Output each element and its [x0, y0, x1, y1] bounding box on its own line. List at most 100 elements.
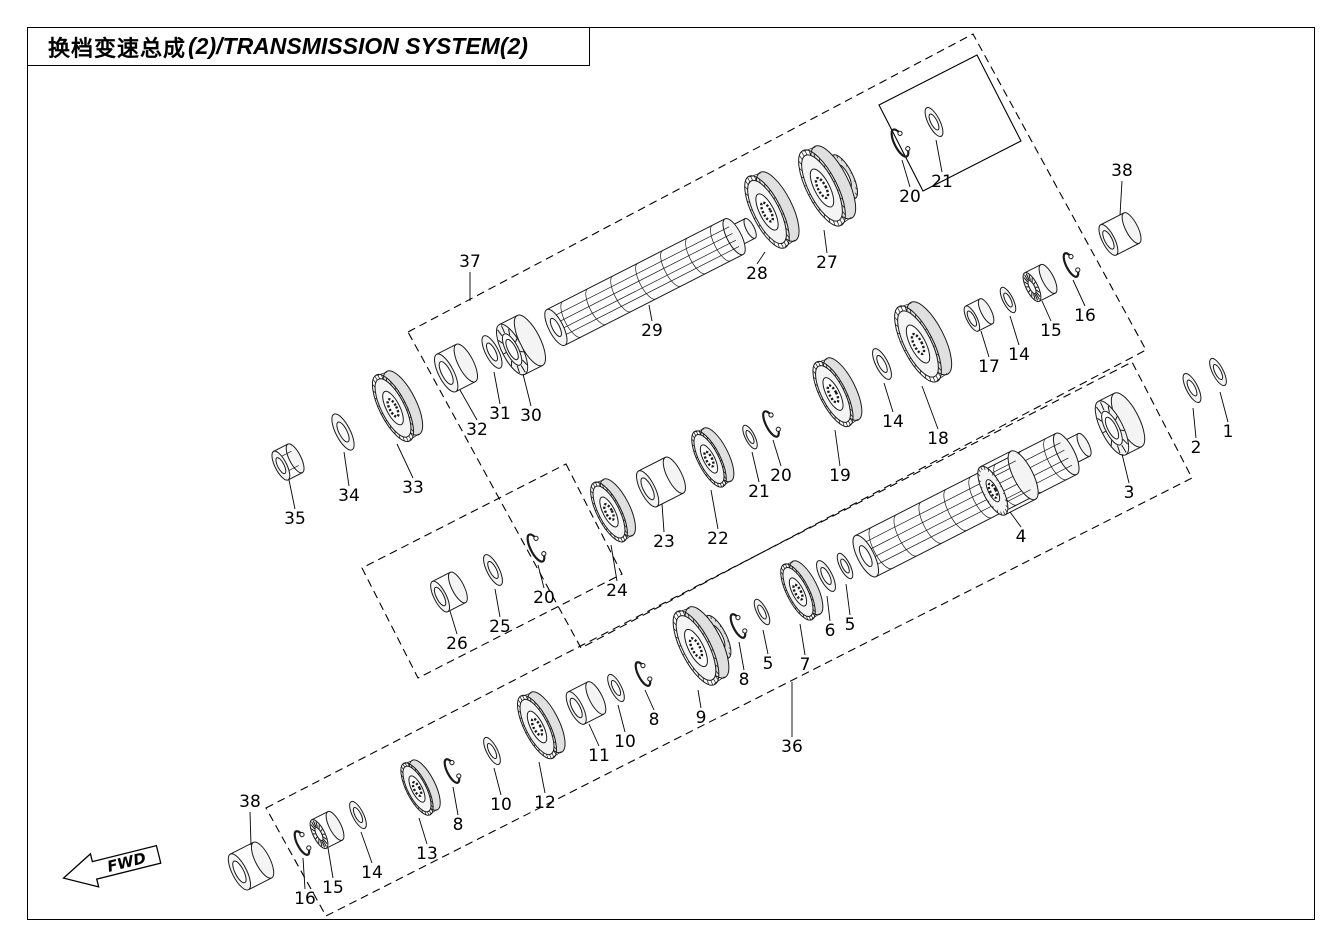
page-border — [27, 27, 1315, 920]
leader-line — [1009, 315, 1020, 346]
part-number: 14 — [1008, 345, 1030, 365]
leader-line — [610, 544, 618, 582]
part-21-washer — [742, 424, 758, 450]
part-11-collar — [565, 681, 607, 725]
leader-line — [799, 623, 806, 656]
part-number: 37 — [459, 252, 481, 272]
leader-line — [756, 251, 766, 265]
part-number: 8 — [739, 670, 750, 690]
part-number: 16 — [294, 889, 316, 909]
part-22-gear — [691, 427, 735, 488]
part-number: 9 — [696, 708, 707, 728]
leader-line — [327, 847, 334, 879]
part-29-shaft — [544, 217, 757, 347]
part-number: 14 — [882, 412, 904, 432]
leader-line — [1192, 407, 1197, 439]
part-number: 28 — [746, 264, 768, 284]
part-2-washer — [1182, 373, 1202, 403]
part-8-circlip — [634, 661, 653, 687]
part-number: 24 — [606, 581, 628, 601]
part-number: 10 — [490, 795, 512, 815]
leader-line — [762, 629, 769, 655]
leader-line — [418, 817, 428, 845]
part-number: 12 — [534, 793, 556, 813]
part-23-collar — [636, 456, 686, 508]
leader-line — [493, 371, 501, 405]
leader-line — [834, 429, 841, 467]
part-number: 8 — [649, 710, 660, 730]
part-19-gear — [812, 357, 863, 428]
part-number: 10 — [614, 732, 636, 752]
part-31-washer — [481, 335, 503, 369]
leader-line — [360, 831, 373, 864]
part-35-nut — [271, 443, 305, 481]
part-number: 27 — [816, 253, 838, 273]
part-number: 35 — [284, 509, 306, 529]
part-26-collar — [430, 571, 468, 613]
leader-line — [522, 373, 532, 407]
leader-line — [883, 382, 894, 413]
part-number: 21 — [748, 482, 770, 502]
part-3-bearing — [1094, 392, 1146, 456]
part-number: 34 — [338, 486, 360, 506]
part-6-washer — [816, 560, 836, 592]
part-number: 5 — [763, 654, 774, 674]
part-30-bearing — [496, 314, 546, 376]
part-16-circlip — [1062, 252, 1081, 278]
leader-line — [751, 451, 760, 483]
leader-line — [648, 304, 653, 322]
part-number: 18 — [927, 429, 949, 449]
leader-line — [980, 330, 990, 358]
leader-line — [617, 704, 626, 733]
part-36-shaft — [852, 432, 1092, 578]
counter-shaft-assembly-box — [265, 361, 1193, 917]
leader-line — [1041, 300, 1052, 322]
page-title-chinese: 换档变速总成 — [48, 35, 187, 61]
leader-line — [697, 689, 702, 709]
part-10-washer — [607, 673, 625, 703]
part-number: 36 — [781, 737, 803, 757]
part-10-washer — [483, 736, 501, 766]
part-number: 19 — [829, 466, 851, 486]
leader-line — [538, 761, 546, 794]
part-16-circlip — [293, 830, 312, 856]
part-8-circlip — [443, 758, 462, 784]
part-number: 6 — [825, 621, 836, 641]
part-13-gear — [400, 759, 441, 816]
part-number: 38 — [239, 792, 261, 812]
part-number: 8 — [453, 815, 464, 835]
part-number: 1 — [1223, 422, 1234, 442]
part-15-needle — [309, 810, 345, 850]
part-number: 20 — [533, 588, 555, 608]
part-7-gear — [780, 560, 824, 621]
leader-line — [449, 610, 458, 635]
part-number: 25 — [489, 617, 511, 637]
part-12-gear — [517, 691, 566, 760]
part-number: 22 — [707, 529, 729, 549]
leader-line — [710, 489, 719, 530]
leader-line — [1119, 180, 1123, 216]
leader-line — [823, 229, 828, 254]
leader-line — [644, 689, 655, 711]
part-number: 33 — [402, 478, 424, 498]
fwd-arrow: FWD — [62, 844, 162, 888]
part-1-washer — [1209, 357, 1227, 387]
part-9-gear2 — [672, 606, 732, 686]
part-4-spline — [977, 450, 1039, 516]
part-5-washer — [753, 598, 771, 626]
part-27-gear2 — [798, 145, 858, 227]
part-20-circlip — [890, 128, 911, 158]
part-number: 31 — [489, 404, 511, 424]
part-25-washer — [483, 554, 503, 586]
part-38-collar — [227, 841, 275, 891]
leader-line — [288, 479, 296, 510]
leader-line — [772, 439, 782, 467]
part-number: 17 — [978, 357, 1000, 377]
leader-line — [396, 443, 414, 479]
part-number: 20 — [899, 187, 921, 207]
part-number: 26 — [446, 634, 468, 654]
leader-line — [459, 389, 478, 421]
part-number: 30 — [520, 406, 542, 426]
